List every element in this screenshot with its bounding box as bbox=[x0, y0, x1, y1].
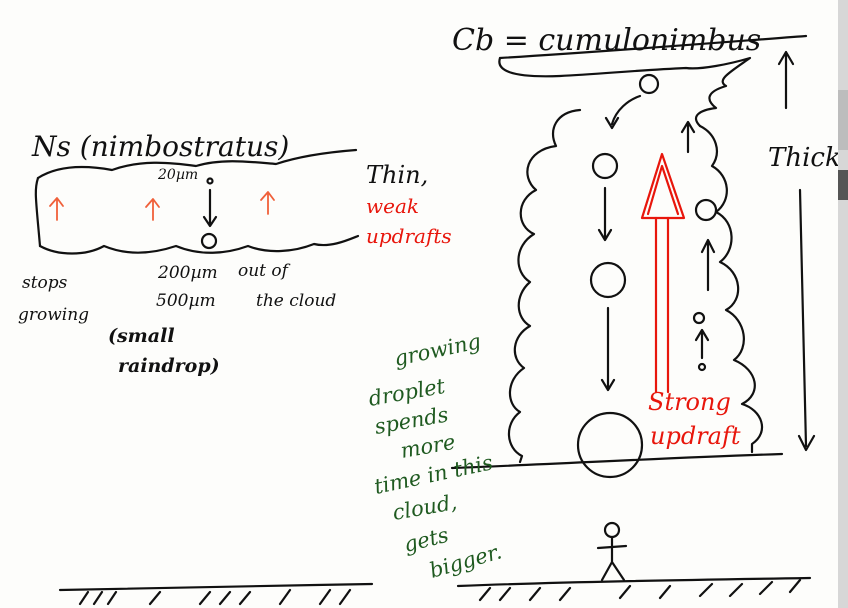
cb-droplet-6 bbox=[692, 311, 706, 325]
ns-fall-arrow bbox=[202, 188, 218, 228]
out-label-2: the cloud bbox=[256, 291, 336, 311]
cb-droplets bbox=[576, 73, 718, 479]
ns-droplet-small-label: 20µm bbox=[157, 167, 198, 183]
ns-cloud-top bbox=[36, 148, 358, 180]
out-label-1: out of bbox=[238, 261, 291, 281]
cb-droplet-4 bbox=[576, 411, 644, 479]
ns-weak-label: weak bbox=[366, 194, 419, 218]
cb-droplet-1 bbox=[638, 73, 660, 95]
cb-anvil-top bbox=[498, 34, 808, 60]
cb-anvil-outline bbox=[498, 56, 752, 128]
cb-arc-arrow bbox=[604, 94, 642, 130]
ns-updrafts-label: updrafts bbox=[366, 224, 452, 248]
ns-updraft-arrow-2 bbox=[145, 198, 160, 221]
green-line-4: more bbox=[399, 430, 457, 463]
ns-thin-label: Thin, bbox=[366, 161, 428, 189]
ns-weak-updraft-arrows bbox=[49, 191, 275, 221]
right-ground bbox=[456, 576, 812, 602]
ns-droplet-large bbox=[200, 232, 218, 250]
stops-label-2: growing bbox=[18, 305, 89, 325]
cb-up-arrow-3 bbox=[694, 328, 710, 360]
cb-droplet-3 bbox=[589, 261, 627, 299]
ns-droplet-small bbox=[206, 177, 214, 185]
left-ground bbox=[58, 582, 374, 606]
ns-title: Ns (nimbostratus) bbox=[31, 130, 289, 163]
cb-up-arrow-2 bbox=[700, 238, 716, 292]
strong-updraft-arrow bbox=[640, 152, 686, 394]
updraft-label: updraft bbox=[650, 422, 741, 450]
green-line-7: gets bbox=[401, 523, 451, 557]
ns-cloud-left-edge bbox=[34, 176, 42, 248]
stick-figure bbox=[596, 521, 628, 582]
cb-fall-arrow-1 bbox=[597, 186, 613, 242]
green-line-6: cloud, bbox=[391, 490, 459, 525]
green-line-5: time in this bbox=[372, 450, 495, 499]
ns-cloud-bottom bbox=[38, 234, 360, 255]
cb-cloud-right-edge bbox=[698, 124, 763, 454]
cb-cloud-left-edge bbox=[507, 108, 582, 464]
green-annotation: growing droplet spends more time in this… bbox=[367, 329, 505, 583]
strong-label: Strong bbox=[648, 388, 731, 416]
green-line-1: growing bbox=[392, 329, 483, 371]
small-label-2: raindrop) bbox=[118, 355, 220, 377]
cb-droplet-2 bbox=[591, 152, 619, 180]
stops-label-1: stops bbox=[22, 273, 68, 293]
thick-label: Thick bbox=[768, 143, 841, 173]
cb-cloud-base bbox=[450, 452, 784, 470]
cb-droplet-5 bbox=[694, 198, 718, 222]
cb-fall-arrow-2 bbox=[600, 306, 616, 392]
size-label-1: 200µm bbox=[157, 263, 218, 283]
cb-up-arrow-1 bbox=[680, 120, 696, 154]
cb-title: Cb = cumulonimbus bbox=[452, 23, 761, 58]
page-edge bbox=[838, 0, 848, 608]
ns-updraft-arrow-3 bbox=[260, 191, 275, 215]
page-tab-1 bbox=[838, 90, 848, 150]
thick-down-arrow bbox=[797, 188, 816, 452]
ns-updraft-arrow-1 bbox=[49, 197, 64, 221]
size-label-2: 500µm bbox=[156, 291, 216, 311]
thick-up-arrow bbox=[777, 50, 795, 110]
page-tab-2 bbox=[838, 170, 848, 200]
small-label-1: (small bbox=[108, 325, 175, 347]
cb-droplet-7 bbox=[697, 362, 707, 372]
